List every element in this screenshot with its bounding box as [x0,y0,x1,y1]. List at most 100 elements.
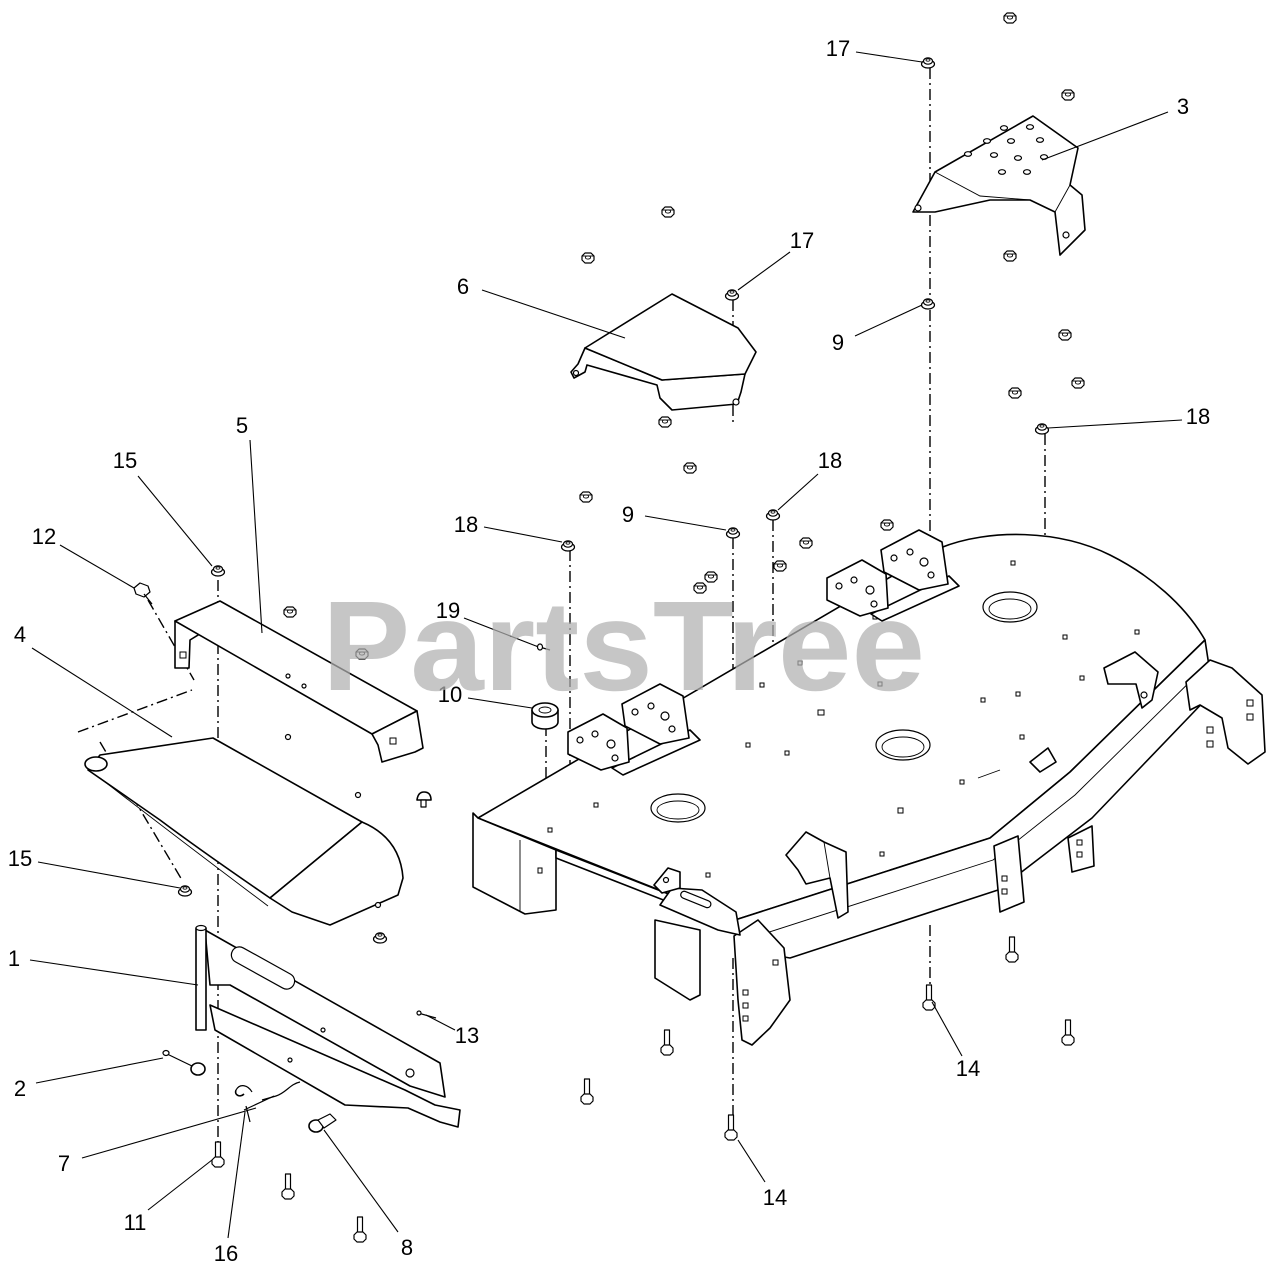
washer [920,298,936,310]
bracket-square-hole [389,737,397,745]
bracket-slot [230,946,296,990]
skirt-rail-crease [759,663,1209,936]
leader-line [737,1139,766,1183]
nut [1058,329,1072,341]
cotter-16-leg [245,1105,251,1123]
vent-hole [1022,169,1032,175]
bracket-square-hole [742,1002,749,1009]
mounting-hole [877,681,883,687]
mounting-hole [759,682,765,688]
part-4-baffle [84,733,404,926]
callout-9: 9 [622,502,634,527]
bracket-square-hole [1206,726,1214,734]
nut [1003,12,1017,24]
leader-line [854,304,923,337]
deck-tab [1029,747,1057,773]
bolt-12-head [133,582,151,598]
nut [1008,387,1022,399]
spindle-hole [982,591,1038,623]
part-5-bracket [174,600,424,763]
front-hitch-bracket [733,919,791,1046]
nut [799,537,813,549]
clevis-pin-body [317,1113,337,1129]
vent-hole [997,169,1007,175]
bracket-right-end [371,710,424,763]
callout-17: 17 [790,228,814,253]
bracket-square-hole [1001,888,1008,895]
bracket-hole [405,1068,415,1078]
bracket-square-hole [1246,713,1254,721]
bracket-square-hole [772,959,779,966]
skirt-plate [1067,825,1095,873]
bolt [211,1141,225,1168]
mounting-hole [745,742,751,748]
baffle-rolled-edge [84,756,108,772]
skirt-hole [537,867,543,874]
bracket-square-hole [179,651,187,659]
leader-line [249,439,263,634]
leader-line [644,515,727,531]
vent-hole [989,152,999,158]
flange-nut [177,885,193,897]
callout-19: 19 [436,598,460,623]
bracket-hole [320,1027,326,1033]
callout-9: 9 [832,330,844,355]
callout-18: 18 [1186,404,1210,429]
bolt [724,1114,738,1141]
leader-line [1047,419,1183,429]
leader-line [855,51,923,63]
nut [579,491,593,503]
leader-line [137,475,213,567]
bolt [1005,936,1019,963]
cover-hole [1062,231,1070,239]
leader-line [467,697,533,709]
deck-top-surface [477,533,1206,921]
watermark-text: PartsTree [322,575,925,718]
assembly-line [77,689,193,733]
callout-labels: 17 3 17 6 9 18 5 15 18 9 18 12 4 19 10 1… [8,36,1210,1266]
nut [1061,89,1075,101]
baffle-hole [284,733,292,741]
deck-front-block [654,919,701,1001]
vent-hole [1013,155,1023,161]
bumper-top [531,702,559,718]
vent-hole [1025,124,1035,130]
leader-line [1041,111,1169,161]
callout-2: 2 [14,1076,26,1101]
mounting-hole [784,750,790,756]
leader-line [31,647,173,738]
callout-17: 17 [826,36,850,61]
cover-hole [572,369,580,377]
mounting-hole [797,660,803,666]
leader-line [483,526,563,543]
push-cap-stem [420,799,427,808]
part-6-cover [570,293,757,411]
flange-nut [724,289,740,301]
mower-deck [472,529,1266,1046]
bolt [1061,1019,1075,1046]
leader-line [35,1057,164,1084]
callout-14: 14 [956,1056,980,1081]
baffle-lip [99,777,269,907]
leader-line [931,1001,963,1057]
mounting-hole [897,807,904,814]
callout-16: 16 [214,1241,238,1266]
leader-lines [29,51,1183,1239]
bolt [580,1078,594,1105]
deck-slot [977,769,1001,779]
leader-line [81,1107,257,1159]
leader-line [29,959,199,986]
callout-8: 8 [401,1235,413,1260]
mounting-hole [980,697,986,703]
mounting-hole [1019,734,1025,740]
callout-10: 10 [438,682,462,707]
cotter-16 [243,1095,275,1111]
flange-nut [560,540,576,552]
assembly-line [147,599,195,681]
leader-line [777,473,819,511]
callout-6: 6 [457,274,469,299]
bracket-square-hole [742,1015,749,1022]
leader-line [737,251,791,291]
baffle-hole [354,791,362,799]
